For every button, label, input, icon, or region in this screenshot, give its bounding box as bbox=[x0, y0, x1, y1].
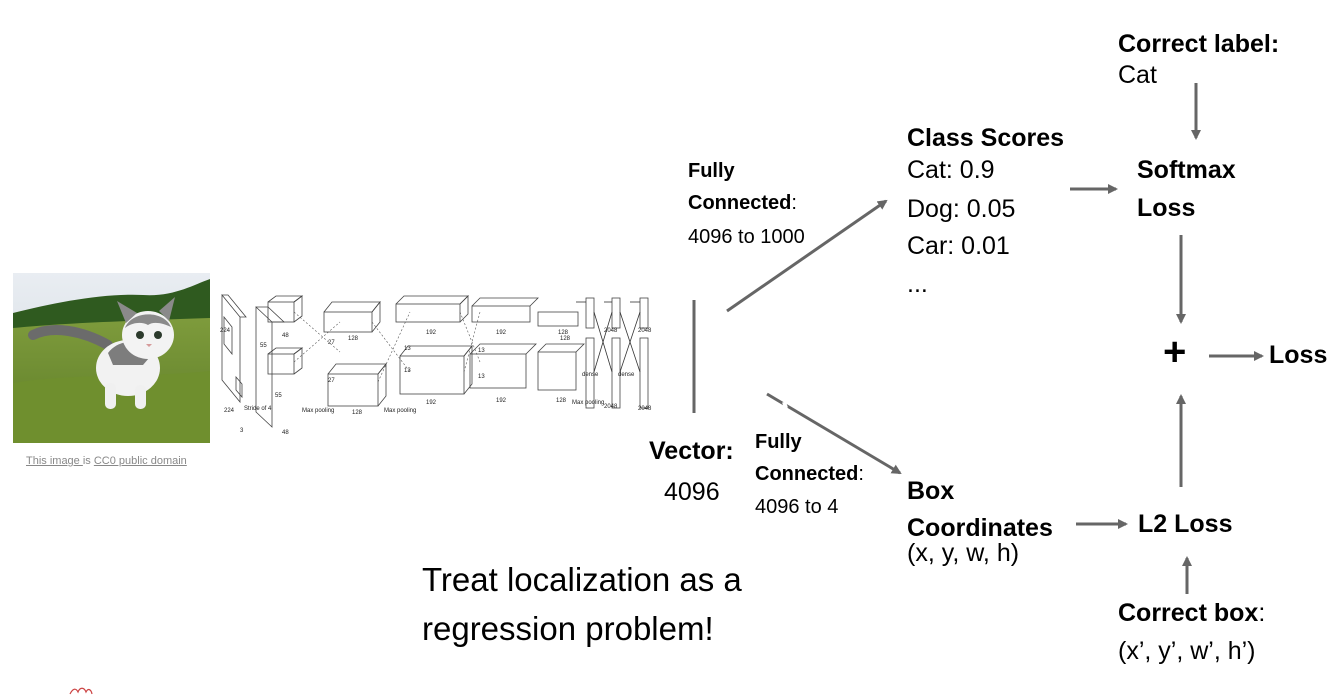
cnn-label: 128 bbox=[558, 330, 569, 336]
vector-label: Vector: bbox=[649, 437, 734, 465]
fc-top-line1: Fully bbox=[688, 160, 735, 182]
cnn-label: 128 bbox=[352, 410, 363, 416]
fc-bottom-line1: Fully bbox=[755, 431, 802, 453]
cnn-label: Stride of 4 bbox=[244, 406, 272, 412]
box-coords-line2: Coordinates bbox=[907, 514, 1053, 542]
cnn-label: 2048 bbox=[638, 328, 652, 334]
cnn-label: 27 bbox=[328, 340, 335, 346]
arrow-to-class-scores bbox=[726, 199, 888, 313]
cnn-label: 27 bbox=[328, 378, 335, 384]
correct-box-title-text: Correct box bbox=[1118, 599, 1259, 627]
cnn-label: 128 bbox=[560, 336, 571, 342]
image-credit: This image is CC0 public domain bbox=[26, 455, 187, 467]
fc-bottom-line2: Connected: bbox=[755, 463, 864, 486]
image-link[interactable]: This image bbox=[26, 455, 83, 467]
fc-bottom-colon: : bbox=[858, 463, 864, 485]
total-loss-label: Loss bbox=[1269, 341, 1328, 369]
plus-icon: + bbox=[1163, 330, 1187, 374]
cnn-label: 224 bbox=[220, 328, 231, 334]
correct-box-value: (x’, y’, w’, h’) bbox=[1118, 637, 1256, 665]
fc-top-line2: Connected: bbox=[688, 192, 797, 215]
main-text-line2: regression problem! bbox=[422, 610, 714, 647]
logo-mark-icon bbox=[69, 687, 93, 695]
arrow-to-box-coordinates bbox=[766, 392, 902, 475]
fc-top-title: Connected bbox=[688, 192, 792, 214]
softmax-line1: Softmax bbox=[1137, 156, 1236, 184]
cnn-label: Max pooling bbox=[302, 408, 334, 414]
fc-top-desc: 4096 to 1000 bbox=[688, 226, 805, 248]
main-text-line1: Treat localization as a bbox=[422, 561, 742, 598]
cnn-label: 2048 bbox=[604, 328, 618, 334]
cnn-label: 224 bbox=[224, 408, 235, 414]
cnn-label: dense bbox=[618, 372, 635, 378]
softmax-line2: Loss bbox=[1137, 194, 1196, 222]
class-score-ellipsis: ... bbox=[907, 270, 928, 298]
cnn-label: 55 bbox=[275, 393, 282, 399]
l2-loss-label: L2 Loss bbox=[1138, 510, 1233, 538]
cnn-label: 2048 bbox=[638, 406, 652, 412]
cnn-label: 13 bbox=[478, 348, 485, 354]
cnn-label: 55 bbox=[260, 343, 267, 349]
class-score-item: Cat: 0.9 bbox=[907, 156, 995, 184]
correct-box-colon: : bbox=[1258, 599, 1266, 627]
class-score-item: Dog: 0.05 bbox=[907, 195, 1016, 223]
correct-label-value: Cat bbox=[1118, 61, 1157, 89]
license-link[interactable]: CC0 public domain bbox=[93, 455, 187, 467]
cnn-label: 13 bbox=[478, 374, 485, 380]
fc-bottom-title: Connected bbox=[755, 463, 859, 485]
cnn-label: 192 bbox=[496, 398, 507, 404]
cnn-label: 13 bbox=[404, 368, 411, 374]
cnn-label: 192 bbox=[426, 400, 437, 406]
fc-top-colon: : bbox=[791, 192, 797, 214]
cnn-architecture-diagram: 224 224 Stride of 4 3 55 55 48 48 27 27 … bbox=[220, 293, 652, 436]
cnn-label: 48 bbox=[282, 333, 289, 339]
cnn-label: 192 bbox=[496, 330, 507, 336]
correct-box-title: Correct box: bbox=[1118, 599, 1265, 628]
cnn-label: 2048 bbox=[604, 404, 618, 410]
cnn-label: 13 bbox=[404, 346, 411, 352]
class-scores-title: Class Scores bbox=[907, 124, 1065, 152]
vector-value: 4096 bbox=[664, 478, 720, 506]
cnn-label: 128 bbox=[348, 336, 359, 342]
box-coords-vars: (x, y, w, h) bbox=[907, 539, 1020, 567]
cnn-label: dense bbox=[582, 372, 599, 378]
fc-bottom-desc: 4096 to 4 bbox=[755, 496, 839, 518]
cnn-label: Max pooling bbox=[572, 400, 604, 406]
cnn-label: 48 bbox=[282, 430, 289, 436]
cnn-label: 192 bbox=[426, 330, 437, 336]
image-credit-text: is bbox=[82, 455, 94, 467]
correct-label-title: Correct label: bbox=[1118, 30, 1280, 58]
cnn-label: 128 bbox=[556, 398, 567, 404]
class-score-item: Car: 0.01 bbox=[907, 232, 1010, 260]
box-coords-line1: Box bbox=[907, 477, 955, 505]
cnn-label: 3 bbox=[240, 428, 244, 434]
cat-photo bbox=[13, 273, 210, 443]
cnn-label: Max pooling bbox=[384, 408, 416, 414]
